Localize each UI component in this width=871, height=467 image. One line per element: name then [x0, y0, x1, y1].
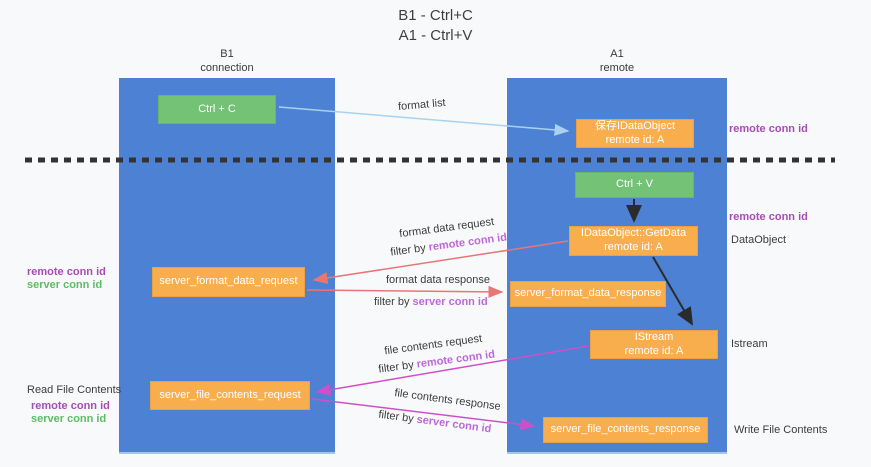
right-column-name: A1	[610, 48, 624, 60]
remote-conn-id-annotation-left: remote conn id	[27, 266, 106, 278]
server-format-data-response-label: server_format_data_response	[514, 287, 662, 300]
server-file-contents-response-label: server_file_contents_response	[550, 423, 701, 436]
file-contents-request-arrow	[315, 345, 589, 396]
istream-line2: remote id: A	[624, 344, 684, 357]
read-file-contents-annotation: Read File Contents	[27, 384, 122, 396]
format-response-filter-label: filter by server conn id	[374, 296, 488, 308]
filter-by-text: filter by	[374, 296, 413, 308]
server-conn-id-annotation-left: server conn id	[27, 279, 103, 291]
save-idataobject-line2: remote id: A	[605, 133, 665, 146]
server-file-contents-request-label: server_file_contents_request	[159, 388, 301, 401]
server-file-contents-response-box: server_file_contents_response	[543, 417, 708, 443]
format-list-arrow	[278, 106, 570, 136]
istream-annotation: Istream	[731, 338, 768, 350]
right-column-subtitle: remote	[599, 61, 635, 74]
ctrl-c-box: Ctrl + C	[158, 95, 276, 124]
title-line-2: A1 - Ctrl+V	[398, 27, 473, 45]
format-data-response-label: format data response	[386, 274, 490, 286]
write-file-contents-annotation: Write File Contents	[734, 424, 828, 436]
istream-box: IStream remote id: A	[590, 330, 718, 359]
remote-conn-id-annotation-bottom-left: remote conn id	[31, 400, 110, 412]
server-file-contents-request-box: server_file_contents_request	[150, 381, 310, 410]
diagram-title: B1 - Ctrl+C A1 - Ctrl+V	[0, 6, 871, 47]
server-format-data-request-label: server_format_data_request	[159, 275, 298, 288]
server-conn-id-annotation-bottom-left: server conn id	[31, 413, 107, 425]
server-conn-id-highlight: server conn id	[412, 296, 488, 308]
left-column-name: B1	[220, 48, 234, 60]
format-data-response-arrow	[306, 285, 504, 298]
right-column-header: A1 remote	[507, 48, 727, 76]
server-format-data-request-box: server_format_data_request	[152, 267, 305, 297]
getdata-box: IDataObject::GetData remote id: A	[569, 226, 698, 256]
istream-line1: IStream	[634, 330, 674, 343]
ctrl-v-label: Ctrl + V	[616, 178, 653, 191]
remote-conn-id-annotation-mid: remote conn id	[729, 211, 808, 223]
ctrl-v-box: Ctrl + V	[575, 172, 694, 198]
ctrl-c-label: Ctrl + C	[198, 102, 236, 115]
dataobject-annotation: DataObject	[731, 234, 787, 246]
server-format-data-response-box: server_format_data_response	[510, 281, 666, 307]
format-data-request-arrow	[312, 240, 569, 284]
file-contents-response-arrow	[311, 398, 536, 431]
getdata-line1: IDataObject::GetData	[580, 227, 687, 240]
left-column-header: B1 connection	[119, 48, 335, 76]
save-idataobject-line1: 保存IDataObject	[594, 119, 676, 132]
title-line-1: B1 - Ctrl+C	[398, 7, 473, 24]
getdata-to-istream-arrow	[652, 256, 694, 326]
getdata-line2: remote id: A	[604, 241, 663, 253]
save-idataobject-box: 保存IDataObject remote id: A	[576, 119, 694, 148]
left-column-subtitle: connection	[200, 61, 254, 74]
remote-conn-id-annotation-top: remote conn id	[729, 123, 808, 135]
